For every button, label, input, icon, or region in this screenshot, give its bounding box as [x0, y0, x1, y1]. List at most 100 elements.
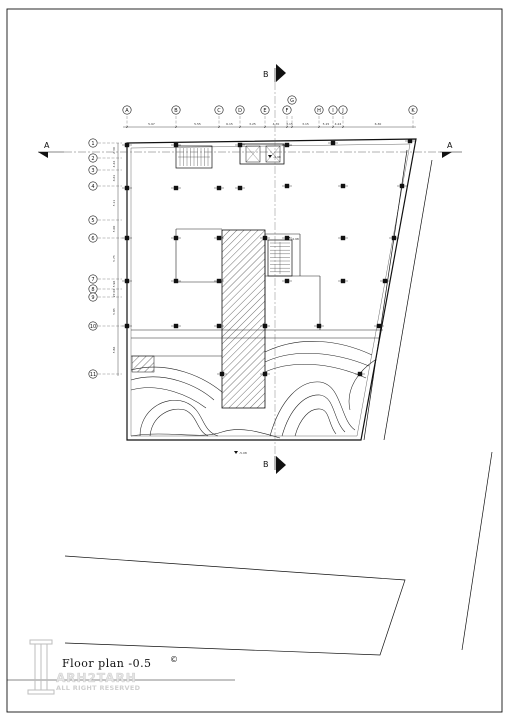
axis-bubble-H: H: [314, 105, 324, 115]
axis-bubble-6: 6: [88, 233, 98, 243]
level-mark-text-3: -5.08: [239, 451, 247, 455]
title-block: Floor plan -0.5 ©: [7, 655, 235, 681]
axis-label: 1: [91, 141, 94, 147]
drawing-title: Floor plan -0.5: [62, 657, 152, 670]
axis-label: A: [125, 108, 129, 114]
dimension-value: 2.30: [112, 147, 116, 154]
dimension-value: 3.25: [249, 122, 256, 126]
top-axis-bubbles: A B C D E FG H I J K: [122, 95, 418, 115]
axis-label: F: [286, 108, 289, 114]
axis-bubble-5: 5: [88, 215, 98, 225]
level-mark-3: -5.08: [234, 451, 247, 455]
sheet-border: [6, 8, 503, 713]
axis-label: 4: [91, 184, 94, 190]
axis-label: K: [411, 108, 415, 114]
axis-label: 3: [91, 168, 94, 174]
axis-label: D: [238, 108, 242, 114]
site-boundary: [64, 149, 493, 656]
axis-bubble-7: 7: [88, 274, 98, 284]
section-marker-right: A: [440, 141, 462, 158]
level-mark-text-2: -4.98: [273, 155, 281, 159]
dimension-value: 6.30: [375, 122, 382, 126]
level-mark-1: -4.98: [286, 237, 299, 241]
axis-bubble-9: 9: [88, 292, 98, 302]
section-label-right: A: [447, 141, 453, 150]
axis-label: C: [217, 108, 221, 114]
axis-bubble-K: K: [408, 105, 418, 115]
section-label-bottom: B: [263, 460, 269, 469]
dimension-value: 5.97: [148, 122, 155, 126]
axis-label: J: [341, 108, 343, 114]
dimension-value: 6.61: [112, 175, 116, 182]
dimension-value: 5.85: [112, 308, 116, 315]
axis-label: 7: [91, 277, 94, 283]
axis-label: 8: [91, 287, 94, 293]
dimension-value: 3.15: [302, 122, 309, 126]
dimension-value: 5.75: [112, 255, 116, 262]
landscape-pattern: [130, 341, 376, 439]
dimension-value: 5.11: [112, 200, 116, 207]
axis-bubble-1: 1: [88, 138, 98, 148]
axis-bubble-C: C: [214, 105, 224, 115]
dimension-value: 5.15: [323, 122, 330, 126]
level-mark-2: -4.98: [268, 155, 281, 159]
axis-label: I: [332, 108, 333, 114]
structural-columns: [122, 138, 415, 377]
axis-bubble-11: 11: [88, 369, 98, 379]
vertical-grid-lines: [126, 116, 414, 128]
dimension-value: 4.44: [112, 161, 116, 168]
section-label-top: B: [263, 70, 269, 79]
watermark-logo: ARH2TARH ALL RIGHT RESERVED: [27, 639, 141, 695]
column-logo-icon: [27, 639, 55, 695]
elevator-core: [239, 143, 285, 165]
copyright-symbol: ©: [170, 655, 178, 664]
axis-bubble-4: 4: [88, 181, 98, 191]
horizontal-grid-lines: [98, 142, 122, 375]
building-outline: [126, 138, 417, 441]
stair-core: [267, 239, 293, 277]
dimension-value: 5.96: [112, 281, 116, 288]
axis-bubble-8: 8: [88, 284, 98, 294]
axis-bubble-E: E: [260, 105, 270, 115]
axis-label: B: [174, 108, 178, 114]
axis-label: 10: [90, 324, 96, 330]
axis-bubble-F: F: [282, 105, 292, 115]
dimension-value: 27.04: [112, 289, 116, 298]
axis-label: 2: [91, 156, 94, 162]
dimension-value: 5.86: [112, 347, 116, 354]
axis-label: 11: [90, 372, 96, 378]
axis-bubble-3: 3: [88, 165, 98, 175]
small-stair-bottom: [131, 355, 155, 373]
dimension-value: 3.15: [286, 122, 293, 126]
axis-bubble-A: A: [122, 105, 132, 115]
axis-bubble-D: D: [235, 105, 245, 115]
section-marker-top: B: [263, 64, 286, 82]
axis-label: 6: [91, 236, 94, 242]
axis-label: E: [263, 108, 266, 114]
axis-label: 9: [91, 295, 94, 301]
section-marker-left: A: [38, 141, 64, 158]
section-label-left: A: [44, 141, 50, 150]
dimension-value: 4.70: [273, 122, 280, 126]
level-mark-text-1: -4.98: [291, 237, 299, 241]
dimension-value: 5.00: [112, 226, 116, 233]
section-marker-bottom: B: [263, 456, 286, 474]
axis-label: 5: [91, 218, 94, 224]
dimension-value: 4.24: [335, 122, 342, 126]
logo-subtext: ALL RIGHT RESERVED: [56, 684, 141, 692]
axis-bubble-2: 2: [88, 153, 98, 163]
axis-label: H: [317, 108, 321, 114]
axis-bubble-I: I: [328, 105, 338, 115]
logo-text: ARH2TARH: [56, 671, 137, 685]
axis-bubble-J: J: [338, 105, 348, 115]
ramp-hatch: [221, 229, 266, 409]
building-inner-outline: [130, 143, 411, 437]
axis-bubble-B: B: [171, 105, 181, 115]
left-axis-bubbles: 1 2 3 4 5 6 7 8 9 10 11: [88, 138, 98, 379]
axis-bubble-10: 10: [88, 321, 98, 331]
axis-bubble-G: G: [287, 95, 297, 105]
axis-label: G: [290, 98, 294, 104]
